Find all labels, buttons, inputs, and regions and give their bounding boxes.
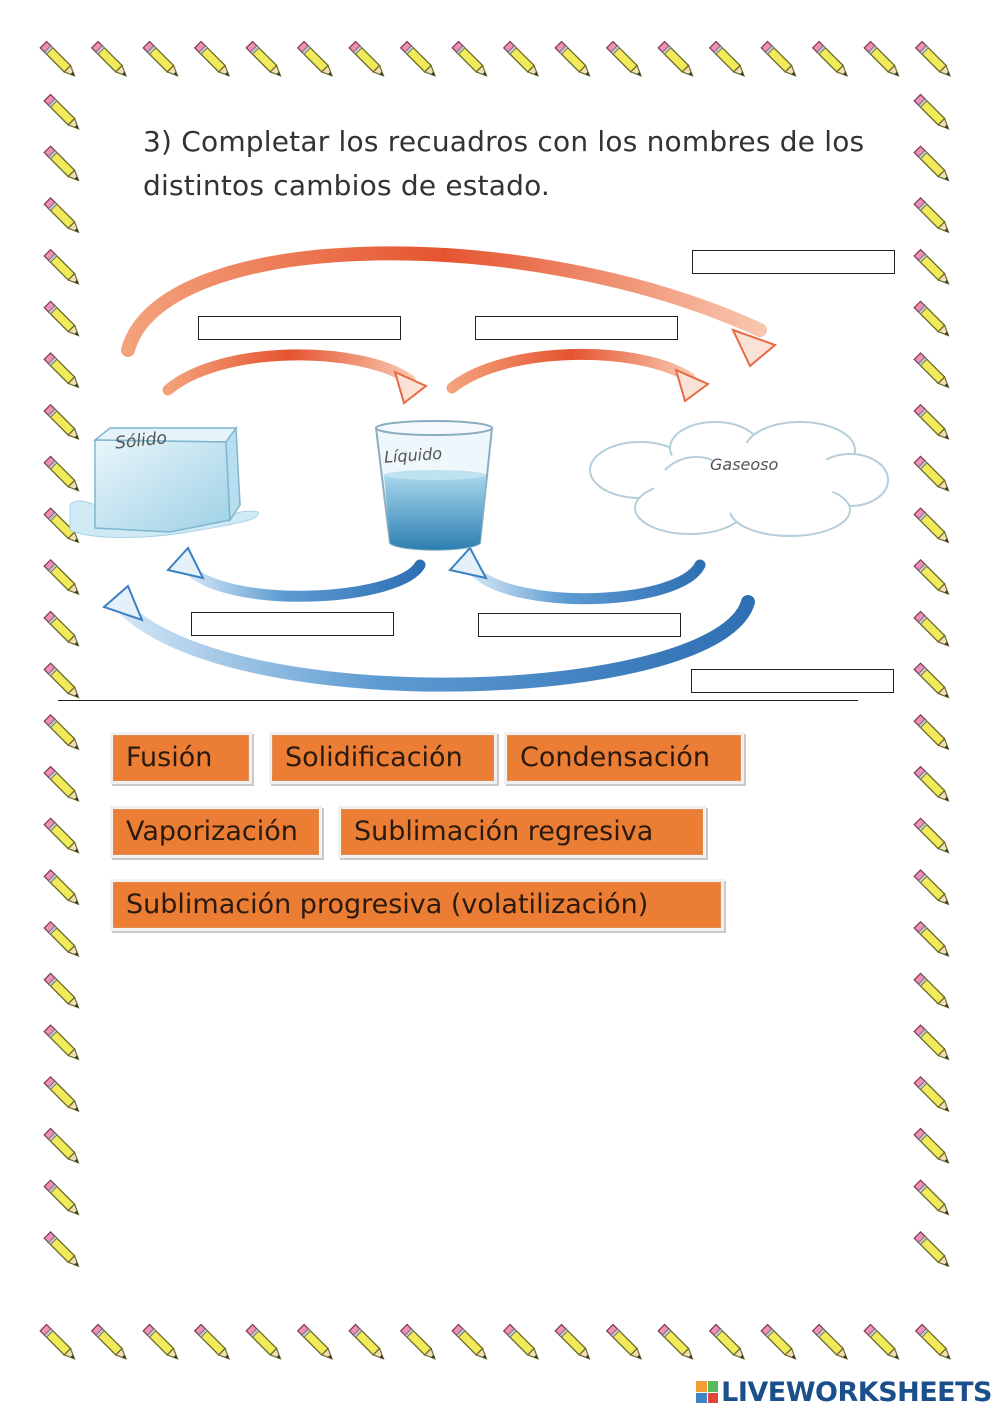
word-chip-condensacion[interactable]: Condensación (504, 732, 744, 784)
arrow-gas-to-solid-head (102, 584, 144, 622)
word-chip-fusion[interactable]: Fusión (110, 732, 252, 784)
arrow-liquid-to-solid-head (166, 546, 205, 580)
liquid-label: Líquido (383, 444, 442, 467)
arrow-gas-to-liquid (469, 559, 706, 605)
drop-box-condensacion[interactable] (478, 613, 681, 637)
gas-label: Gaseoso (710, 455, 779, 474)
arrow-liquid-to-gas-head (674, 368, 710, 403)
arrow-gas-to-solid (121, 595, 755, 692)
ice-cube-illustration (69, 425, 259, 538)
word-chip-sublimacion-progresiva[interactable]: Sublimación progresiva (volatilización) (110, 879, 724, 931)
drop-box-sublimacion-regresiva[interactable] (691, 669, 894, 693)
instruction-text: 3) Completar los recuadros con los nombr… (143, 120, 873, 208)
arrow-liquid-to-gas (446, 348, 696, 394)
drop-box-sublimacion-progresiva[interactable] (692, 250, 895, 274)
liveworksheets-logo-icon (696, 1381, 719, 1403)
drop-box-vaporizacion[interactable] (475, 316, 678, 340)
glass-illustration (374, 420, 494, 551)
word-chip-sublimacion-regresiva[interactable]: Sublimación regresiva (338, 806, 706, 858)
drop-box-solidificacion[interactable] (191, 612, 394, 636)
arrow-liquid-to-solid (186, 559, 426, 602)
brand-name: LIVEWORKSHEETS (721, 1376, 992, 1408)
arrow-solid-to-gas (121, 246, 767, 357)
drop-box-fusion[interactable] (198, 316, 401, 340)
liveworksheets-logo: LIVEWORKSHEETS (696, 1376, 992, 1408)
word-chip-vaporizacion[interactable]: Vaporización (110, 806, 322, 858)
instruction-line-2: distintos cambios de estado. (143, 169, 551, 202)
instruction-line-1: 3) Completar los recuadros con los nombr… (143, 125, 865, 158)
cloud-illustration (589, 421, 889, 537)
section-divider (58, 700, 858, 701)
arrow-gas-to-liquid-head (448, 546, 488, 580)
arrow-solid-to-liquid (162, 349, 416, 396)
word-chip-solidificacion[interactable]: Solidificación (269, 732, 497, 784)
arrow-solid-to-gas-head (731, 328, 777, 368)
arrow-solid-to-liquid-head (393, 370, 428, 405)
